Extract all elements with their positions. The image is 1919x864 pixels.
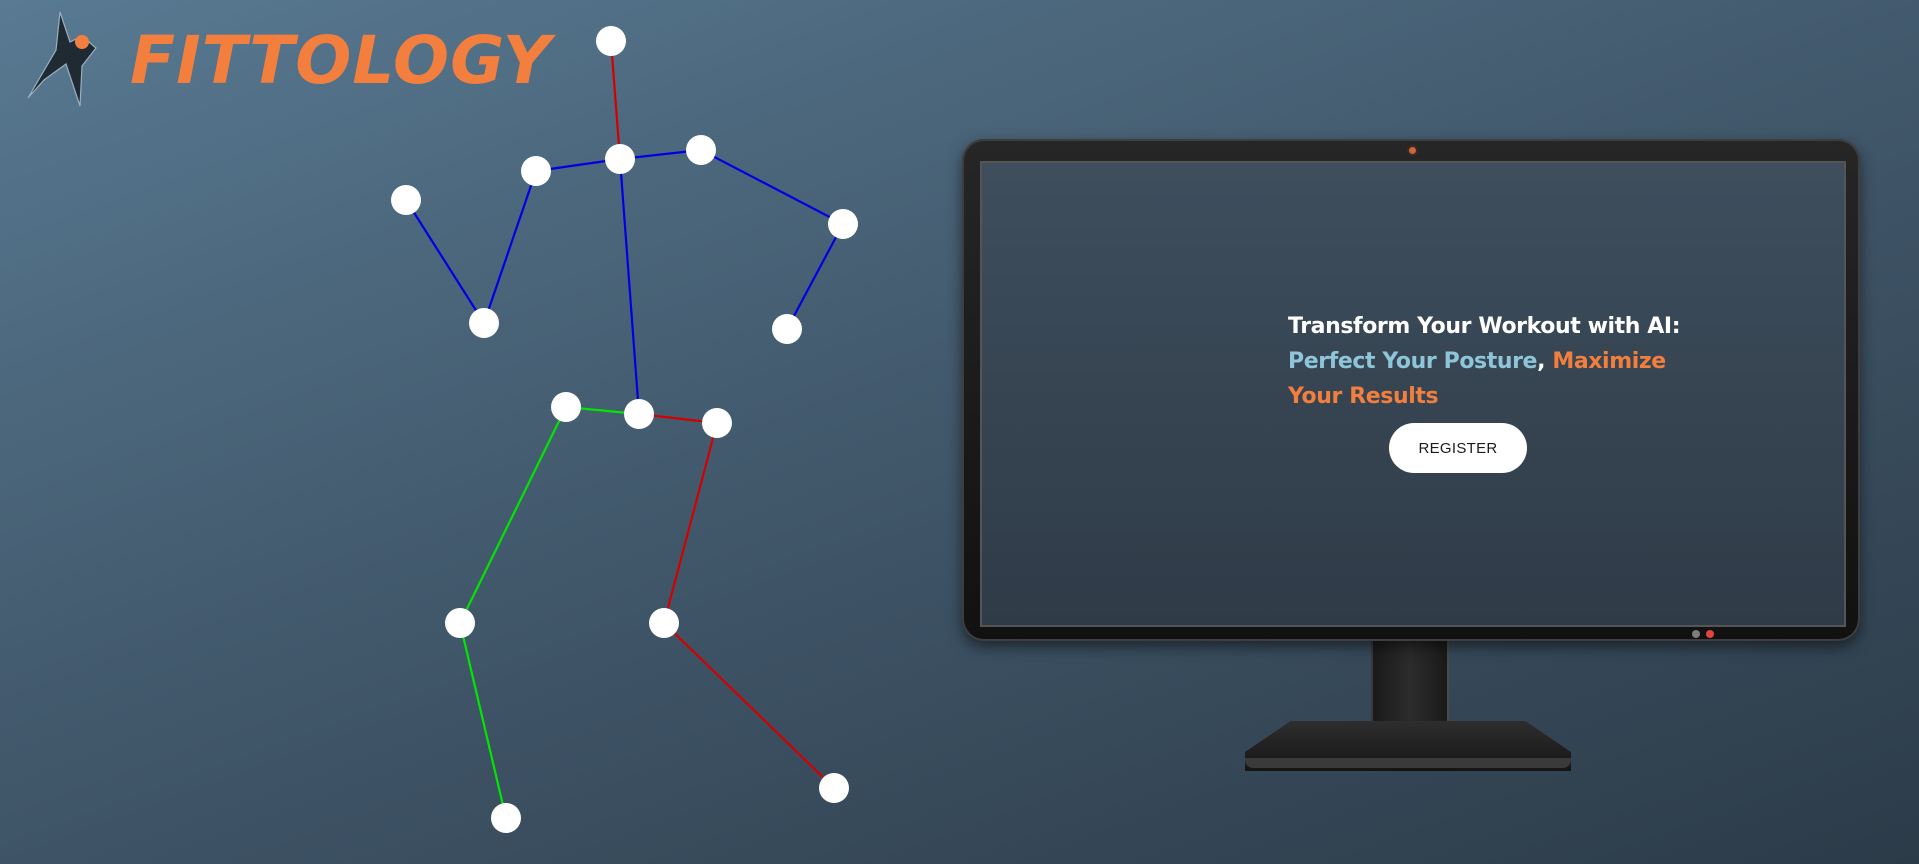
skeleton-joint bbox=[772, 314, 802, 344]
skeleton-joint bbox=[605, 144, 635, 174]
skeleton-joint bbox=[702, 408, 732, 438]
skeleton-bone bbox=[618, 158, 641, 415]
skeleton-bone bbox=[459, 406, 567, 624]
skeleton-joint bbox=[551, 392, 581, 422]
status-led-icon bbox=[1706, 630, 1714, 638]
skeleton-bone bbox=[786, 223, 844, 330]
monitor-display: Transform Your Workout with AI: Perfect … bbox=[958, 136, 1862, 776]
hero-content: Transform Your Workout with AI: Perfect … bbox=[1288, 309, 1708, 473]
skeleton-joint bbox=[491, 803, 521, 833]
skeleton-joint bbox=[686, 135, 716, 165]
hero-highlight: Perfect Your Posture bbox=[1288, 349, 1538, 374]
skeleton-bone bbox=[700, 149, 844, 225]
register-button[interactable]: REGISTER bbox=[1389, 423, 1527, 473]
skeleton-bone bbox=[662, 422, 719, 624]
webcam-icon bbox=[1409, 147, 1416, 154]
skeleton-bone bbox=[458, 622, 508, 819]
monitor-bezel: Transform Your Workout with AI: Perfect … bbox=[962, 139, 1860, 641]
skeleton-joint bbox=[819, 773, 849, 803]
athlete-figure-icon bbox=[27, 11, 97, 107]
power-indicator-icon bbox=[1692, 630, 1700, 638]
hero-headline: Transform Your Workout with AI: Perfect … bbox=[1288, 309, 1708, 414]
brand-name: FITTOLOGY bbox=[130, 22, 552, 99]
skeleton-joint bbox=[649, 608, 679, 638]
skeleton-joint bbox=[469, 308, 499, 338]
skeleton-joint bbox=[596, 26, 626, 56]
skeleton-joint bbox=[624, 399, 654, 429]
skeleton-joint bbox=[521, 156, 551, 186]
brand-logo[interactable]: FITTOLOGY bbox=[12, 6, 550, 116]
skeleton-bone bbox=[482, 170, 538, 324]
skeleton-joint bbox=[391, 185, 421, 215]
skeleton-bone bbox=[663, 622, 835, 789]
monitor-screen: Transform Your Workout with AI: Perfect … bbox=[980, 161, 1846, 627]
hero-separator: , bbox=[1537, 349, 1546, 374]
skeleton-joint bbox=[828, 209, 858, 239]
skeleton-bone bbox=[609, 40, 622, 160]
skeleton-joint bbox=[445, 608, 475, 638]
skeleton-bone bbox=[405, 199, 485, 324]
hero-accent: Maximize Your Results bbox=[1288, 349, 1666, 409]
hero-line1: Transform Your Workout with AI: bbox=[1288, 314, 1681, 339]
